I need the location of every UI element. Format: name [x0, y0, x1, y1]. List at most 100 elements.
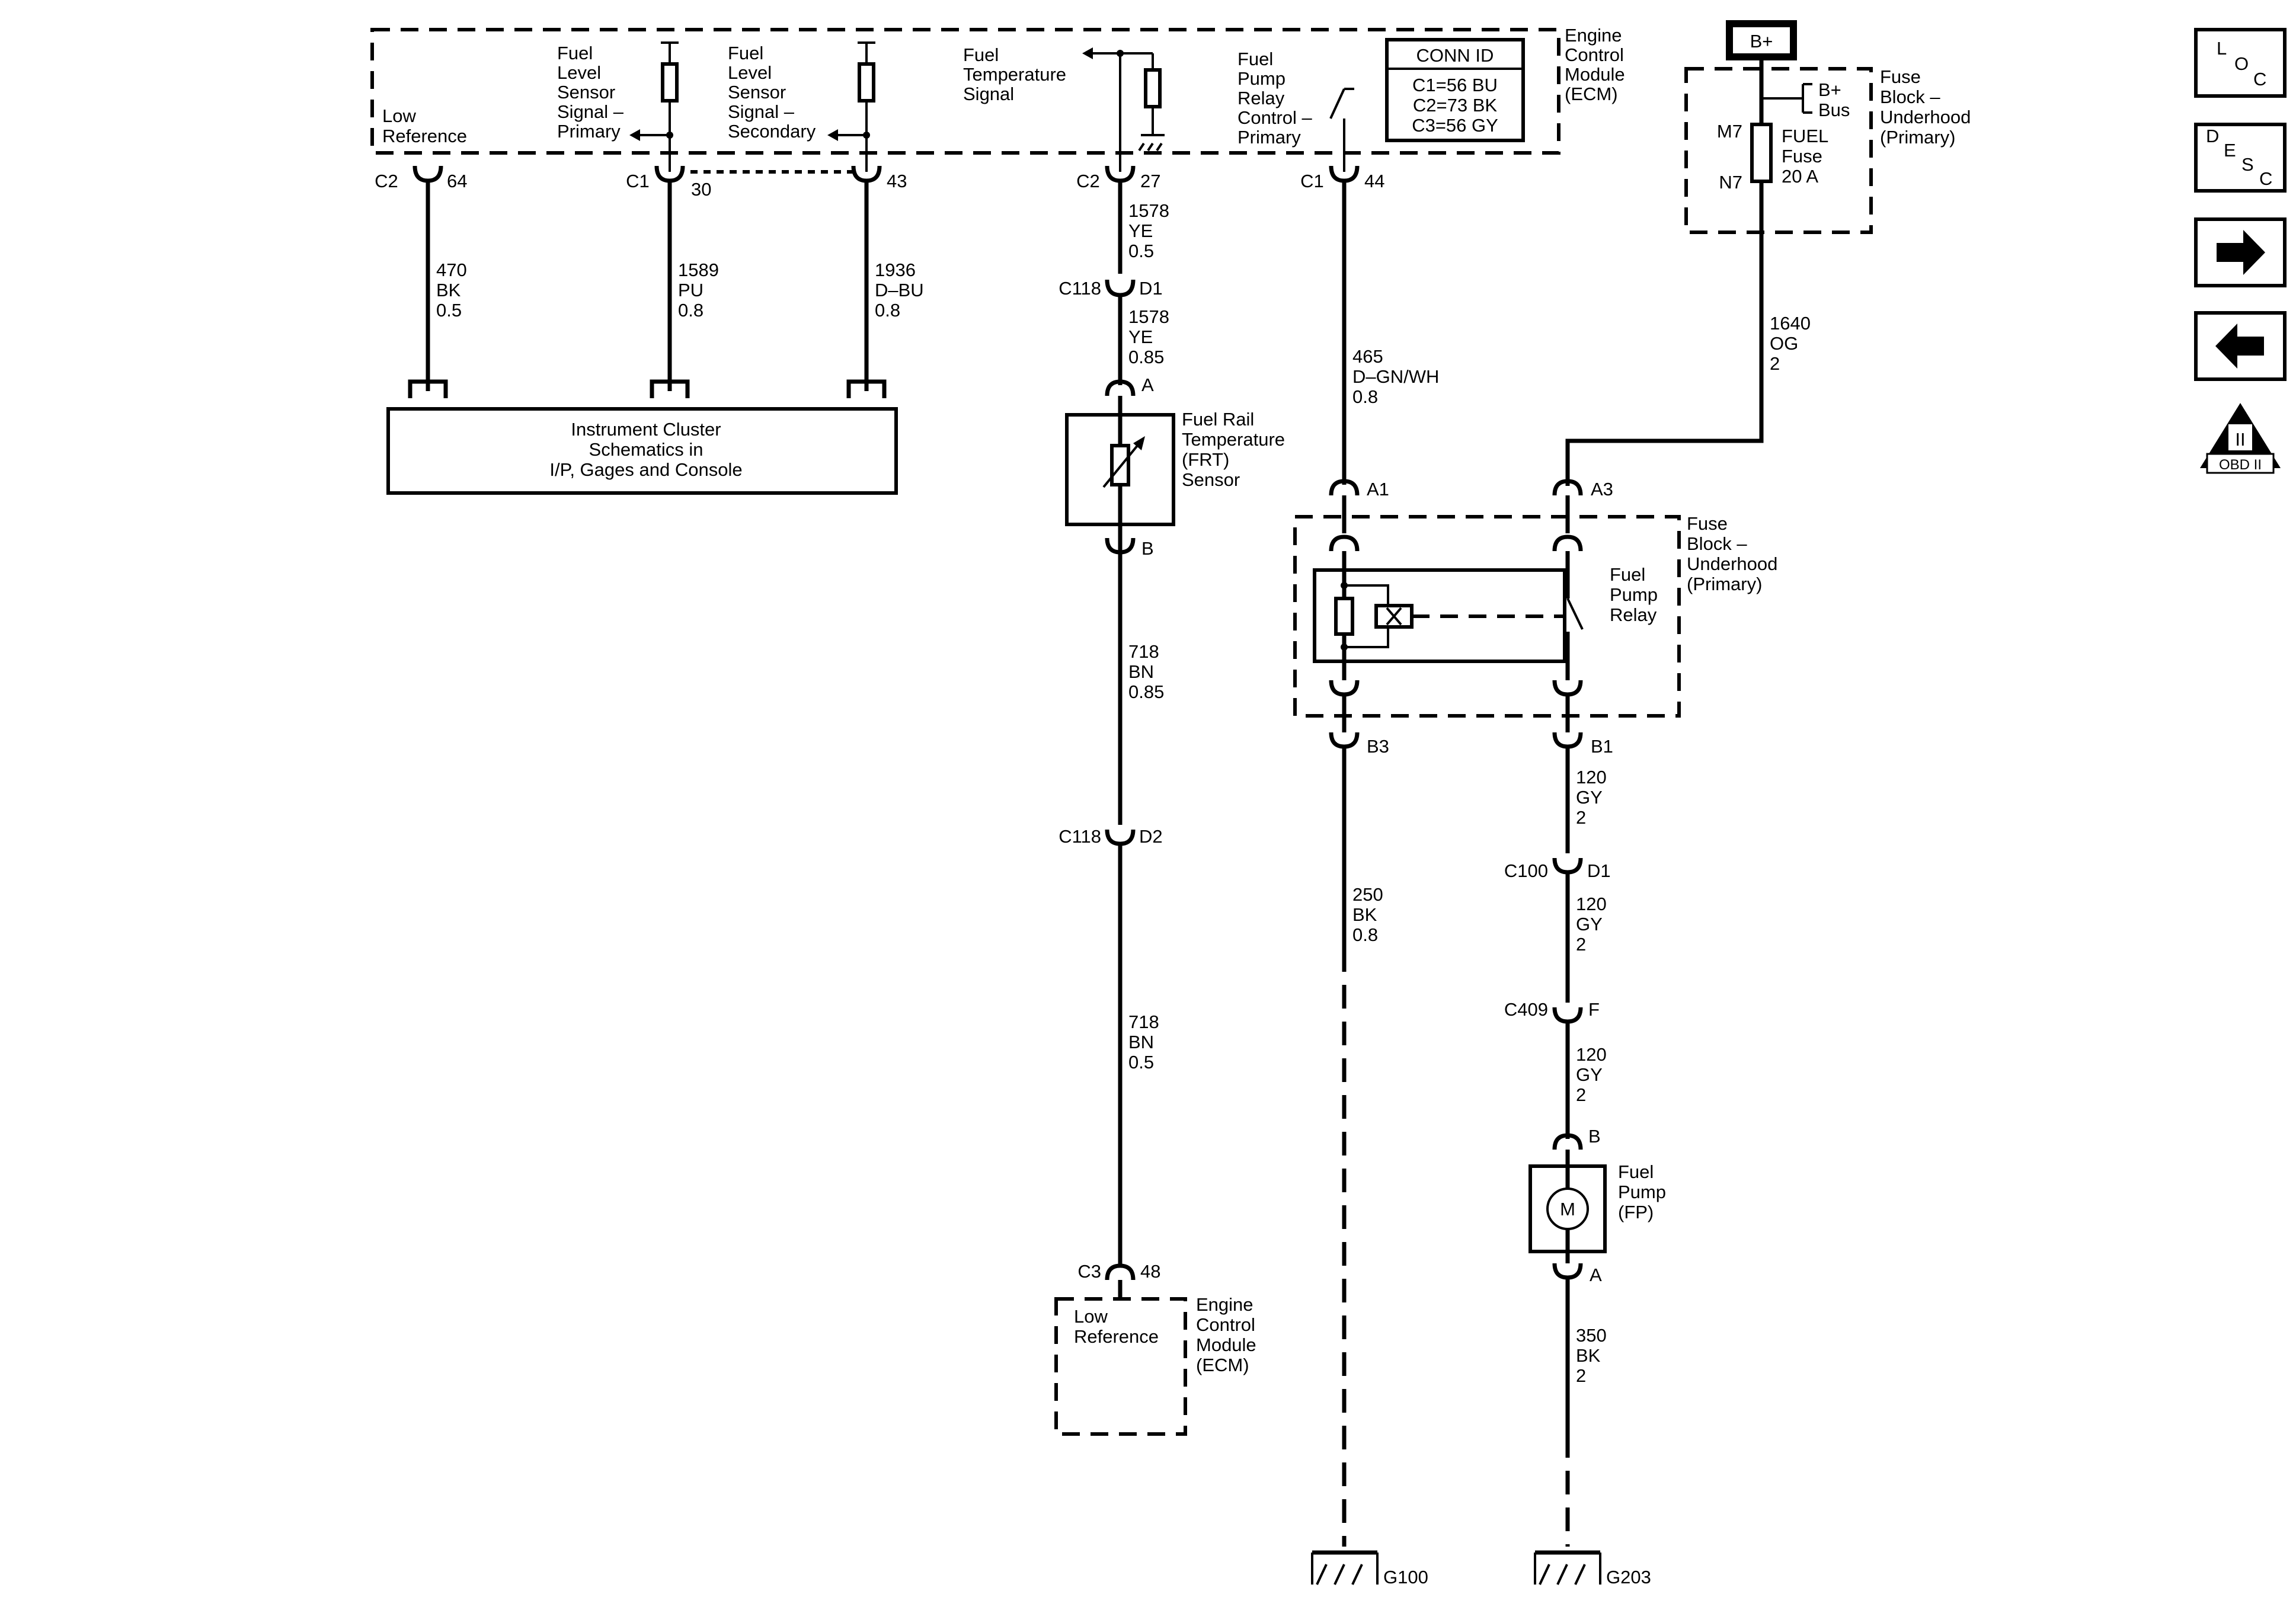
svg-text:D: D — [2206, 126, 2219, 146]
svg-text:250: 250 — [1352, 884, 1383, 905]
connector-b3: B3 — [1329, 694, 1389, 757]
connector-a1: A1 — [1329, 479, 1389, 500]
svg-text:Pump: Pump — [1237, 68, 1285, 89]
svg-text:0.5: 0.5 — [1128, 1052, 1154, 1073]
circuit-fls-secondary-label: Fuel Level Sensor Signal – Secondary — [728, 43, 816, 142]
svg-text:Fuel: Fuel — [557, 43, 593, 63]
svg-text:Module: Module — [1196, 1334, 1256, 1355]
svg-text:Sensor: Sensor — [1182, 469, 1240, 490]
svg-text:120: 120 — [1576, 894, 1607, 914]
next-page-button[interactable] — [2194, 217, 2287, 287]
svg-text:Low: Low — [382, 105, 416, 126]
wire-1936: 1936 D–BU 0.8 — [864, 181, 924, 391]
connector-b1: B1 — [1552, 694, 1613, 757]
connector-c118-d2: C118 D2 — [1059, 826, 1162, 847]
svg-text:0.85: 0.85 — [1128, 681, 1164, 702]
svg-text:Block –: Block – — [1880, 87, 1940, 107]
svg-text:M: M — [1560, 1199, 1575, 1219]
svg-text:C3: C3 — [1077, 1261, 1101, 1282]
svg-text:Level: Level — [557, 62, 601, 83]
svg-text:BN: BN — [1128, 661, 1154, 682]
svg-text:Sensor: Sensor — [557, 82, 615, 103]
wire-1589: 1589 PU 0.8 — [667, 181, 719, 391]
svg-text:GY: GY — [1576, 1064, 1603, 1085]
svg-text:Reference: Reference — [382, 126, 467, 146]
connector-frt-a: A — [1105, 375, 1154, 396]
svg-text:C2: C2 — [375, 171, 398, 191]
obd-ii-button[interactable]: II OBD II — [2200, 403, 2281, 474]
svg-text:S: S — [2241, 154, 2254, 175]
svg-text:Secondary: Secondary — [728, 121, 816, 142]
svg-text:120: 120 — [1576, 1044, 1607, 1065]
wire-1640: 1640 OG 2 — [1565, 181, 1811, 486]
svg-text:OBD II: OBD II — [2219, 457, 2262, 473]
svg-text:Underhood: Underhood — [1687, 553, 1777, 574]
svg-text:YE: YE — [1128, 327, 1153, 347]
circuit-relay-control-label: Fuel Pump Relay Control – Primary — [1237, 49, 1313, 148]
fuse-block-relay: Fuse Block – Underhood (Primary) Fuel Pu… — [1293, 495, 1777, 718]
prev-page-button[interactable] — [2194, 311, 2287, 381]
svg-text:GY: GY — [1576, 787, 1603, 808]
desc-button[interactable]: D E S C — [2194, 123, 2287, 193]
loc-button[interactable]: L O C — [2194, 28, 2287, 98]
conn-id-title: CONN ID — [1416, 45, 1494, 66]
svg-text:B: B — [1141, 538, 1154, 559]
circuit-fuel-temp-label: Fuel Temperature Signal — [963, 44, 1066, 104]
svg-text:B+: B+ — [1750, 31, 1773, 52]
svg-text:Low: Low — [1074, 1306, 1108, 1327]
svg-text:Primary: Primary — [1237, 127, 1301, 148]
relay-control-switch — [1329, 88, 1354, 172]
svg-text:Fuel Rail: Fuel Rail — [1182, 409, 1254, 430]
svg-text:2: 2 — [1770, 353, 1780, 374]
svg-text:Temperature: Temperature — [963, 64, 1066, 85]
svg-text:OG: OG — [1770, 333, 1798, 354]
svg-text:E: E — [2224, 140, 2236, 161]
connector-c118-d1: C118 D1 — [1059, 278, 1162, 299]
ecm-module-top: Engine Control Module (ECM) CONN ID C1=5… — [370, 25, 1625, 172]
svg-text:D–BU: D–BU — [875, 280, 924, 300]
circuit-low-reference-label: Low Reference — [382, 105, 467, 146]
svg-text:BK: BK — [436, 280, 461, 300]
svg-text:YE: YE — [1128, 220, 1153, 241]
svg-text:Pump: Pump — [1610, 584, 1658, 605]
svg-text:B1: B1 — [1591, 736, 1613, 757]
svg-text:B: B — [1588, 1126, 1601, 1147]
conn-id-entry: C3=56 GY — [1412, 115, 1498, 136]
svg-text:A: A — [1141, 375, 1154, 395]
svg-text:Schematics in: Schematics in — [589, 439, 703, 460]
conn-id-entry: C1=56 BU — [1412, 75, 1498, 95]
svg-text:C118: C118 — [1059, 278, 1101, 299]
wire-1578-0-5: 1578 YE 0.5 — [1118, 181, 1169, 274]
connector-c409-f: C409 F — [1504, 999, 1600, 1024]
ecm-module-bottom: Low Reference Engine Control Module (ECM… — [1054, 1294, 1256, 1436]
svg-text:F: F — [1588, 999, 1600, 1020]
wire-1578-0-85: 1578 YE 0.85 — [1118, 295, 1169, 385]
wire-718-0-85: 718 BN 0.85 — [1118, 524, 1164, 825]
fuse-block-top: B+ B+ Bus M7 N7 FUEL Fuse 20 A Fuse Bloc… — [1684, 20, 1971, 234]
svg-text:C409: C409 — [1504, 999, 1548, 1020]
fuel-pump: M Fuel Pump (FP) — [1528, 1161, 1666, 1253]
connector-c1-44: C1 44 — [1300, 165, 1384, 191]
svg-text:N7: N7 — [1719, 172, 1742, 193]
svg-text:Engine: Engine — [1196, 1294, 1253, 1315]
svg-text:465: 465 — [1352, 346, 1383, 367]
conn-id-table: CONN ID C1=56 BU C2=73 BK C3=56 GY — [1385, 38, 1525, 142]
frt-sensor: Fuel Rail Temperature (FRT) Sensor — [1065, 396, 1285, 526]
svg-text:C1: C1 — [626, 171, 650, 191]
svg-text:BK: BK — [1576, 1345, 1601, 1366]
svg-text:Temperature: Temperature — [1182, 429, 1285, 450]
svg-text:I/P, Gages and Console: I/P, Gages and Console — [549, 459, 742, 480]
svg-text:Block –: Block – — [1687, 533, 1747, 554]
svg-text:D1: D1 — [1139, 278, 1163, 299]
svg-text:Underhood: Underhood — [1880, 107, 1971, 127]
svg-text:1640: 1640 — [1770, 313, 1811, 334]
svg-text:A3: A3 — [1591, 479, 1613, 500]
svg-text:64: 64 — [447, 171, 467, 191]
svg-text:BK: BK — [1352, 904, 1377, 925]
svg-text:20 A: 20 A — [1782, 166, 1818, 187]
svg-text:Signal –: Signal – — [728, 101, 795, 122]
svg-text:Fuse: Fuse — [1880, 66, 1921, 87]
wire-470: 470 BK 0.5 — [426, 181, 467, 391]
svg-text:B+: B+ — [1818, 79, 1841, 100]
